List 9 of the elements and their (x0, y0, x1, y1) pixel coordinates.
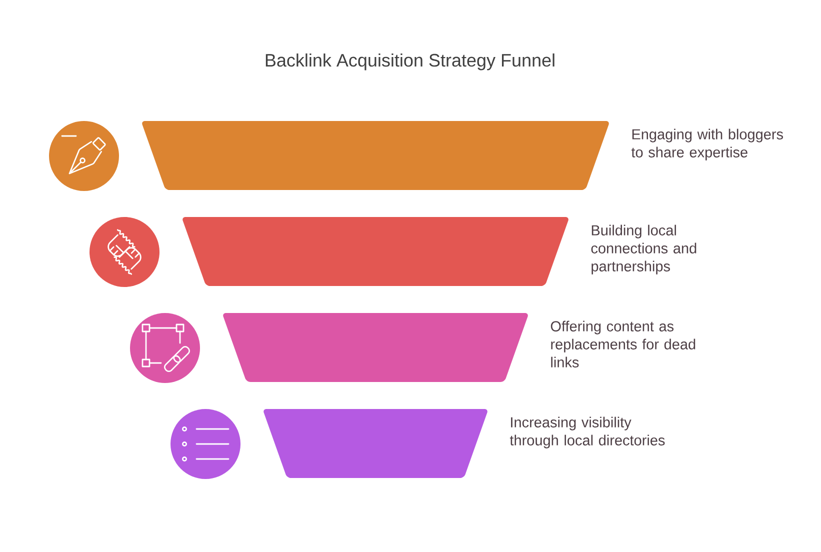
funnel-band (264, 409, 488, 478)
step-description: Increasing visibility through local directories (510, 416, 665, 448)
step-description: Building local connections and partnerships (591, 224, 696, 274)
step-description: Engaging with bloggers to share expertise (631, 128, 783, 160)
title: Backlink Acquisition Strategy Funnel (266, 53, 554, 70)
funnel-band (182, 217, 568, 286)
funnel-band (223, 313, 528, 382)
step-description: Offering content as replacements for dead links (550, 320, 696, 368)
funnel-band (142, 121, 609, 190)
